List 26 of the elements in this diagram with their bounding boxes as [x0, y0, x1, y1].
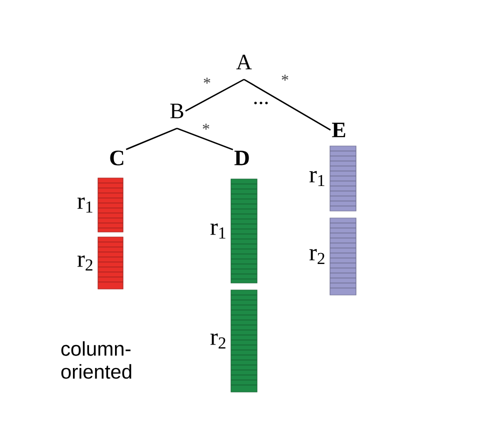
row-label: r$_{1}$ — [309, 171, 324, 186]
tree-branch — [244, 78, 331, 131]
row-label: r$_{2}$ — [210, 334, 226, 348]
row-label: r$_{1}$ — [210, 224, 226, 238]
column-block-drawing — [330, 146, 356, 212]
edge-label: * — [202, 76, 212, 90]
tree-node-letter: B — [170, 104, 184, 118]
side-note: column-oriented — [61, 341, 132, 379]
edge-label: * — [201, 122, 211, 136]
column-block-drawing — [98, 178, 124, 232]
tree-node-letter: C — [110, 150, 124, 166]
row-label: r$_{2}$ — [309, 249, 324, 264]
tree-node-letter: A — [236, 54, 252, 70]
row-label: r$_{1}$ — [77, 198, 92, 212]
column-block-drawing — [330, 218, 356, 296]
column-block-drawing — [230, 178, 258, 284]
tree-branch — [176, 128, 234, 150]
column-block-drawing — [230, 290, 258, 392]
tree-branch — [126, 128, 178, 150]
tree-node-letter: D — [234, 150, 249, 166]
tree-branch — [185, 78, 244, 112]
column-block-drawing — [98, 236, 124, 290]
tree-node-letter: E — [332, 122, 346, 138]
edge-label: * — [280, 74, 290, 86]
ellipsis: ... — [254, 102, 268, 104]
row-label: r$_{2}$ — [77, 256, 92, 270]
